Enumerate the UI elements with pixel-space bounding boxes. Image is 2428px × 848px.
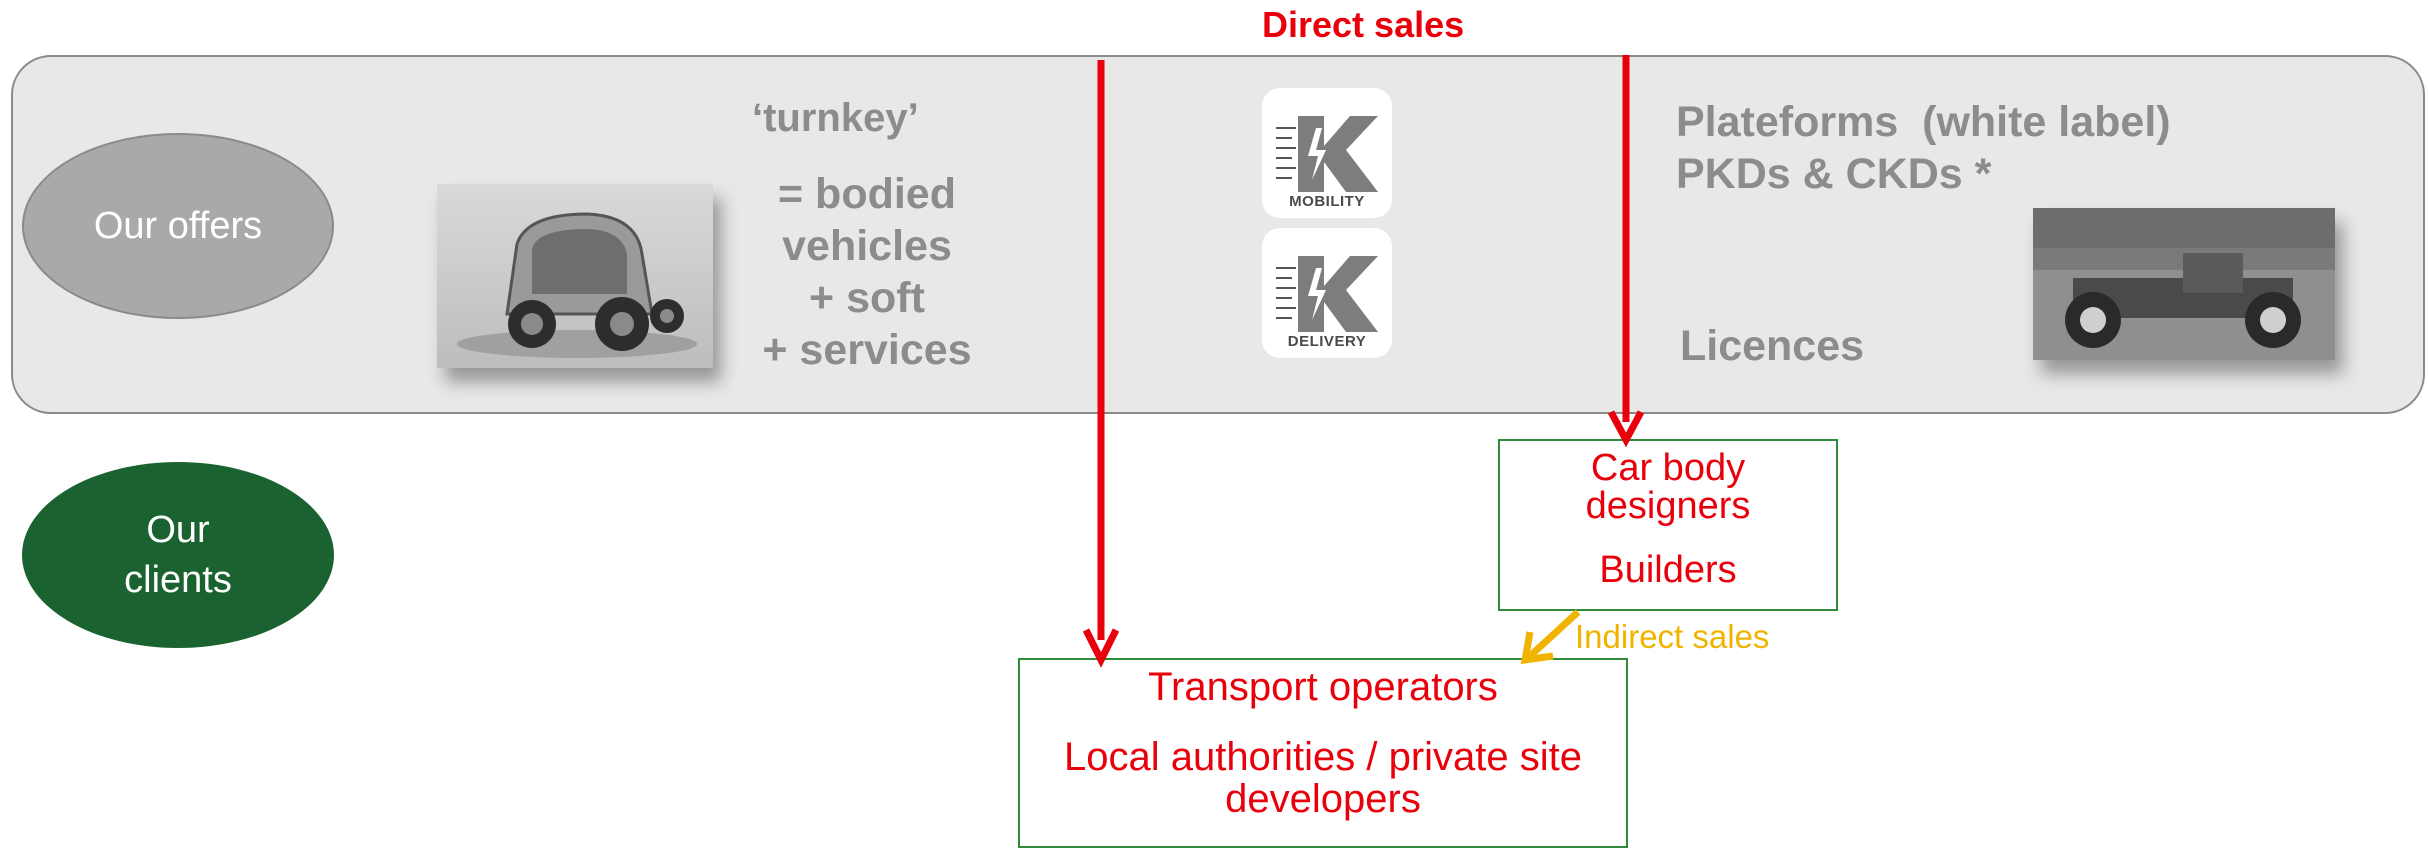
k-delivery-app-icon: DELIVERY [1262, 228, 1392, 358]
platforms-line-1: Plateforms (white label) [1676, 98, 2171, 146]
platform-chassis-image [2033, 208, 2335, 360]
our-clients-label-line-1: Our [146, 509, 210, 551]
our-offers-ellipse: Our offers [22, 133, 334, 319]
our-clients-ellipse: Our clients [22, 462, 334, 648]
turnkey-line-2: vehicles [782, 222, 952, 270]
indirect-sales-label: Indirect sales [1575, 618, 1770, 655]
indirect-sales-arrow [1520, 609, 1581, 665]
direct-sales-arrow-left [1082, 60, 1120, 668]
transport-operators-box: Transport operators Local authorities / … [1018, 658, 1628, 848]
transport-line-2: Local authorities / private site [1063, 735, 1583, 779]
car-body-line-1: Car body [1590, 447, 1746, 489]
turnkey-vehicle-drawing [437, 184, 713, 368]
delivery-app-label: DELIVERY [1287, 333, 1367, 350]
direct-sales-label: Direct sales [1262, 4, 1465, 45]
k-logo-icon [1276, 116, 1378, 192]
our-offers-label: Our offers [93, 204, 263, 247]
direct-sales-arrow-right [1607, 55, 1645, 448]
licences-label: Licences [1680, 322, 1865, 370]
transport-line-1: Transport operators [1148, 665, 1498, 709]
turnkey-line-4: + services [762, 326, 972, 374]
car-body-line-2: designers [1585, 485, 1751, 527]
offers-band [11, 55, 2425, 414]
builders-label: Builders [1599, 549, 1737, 591]
our-clients-label-line-2: clients [124, 559, 232, 601]
chassis-drawing [2033, 208, 2335, 360]
turnkey-line-1: = bodied [778, 170, 956, 218]
k-logo-icon [1276, 256, 1378, 332]
transport-line-3: developers [1225, 777, 1421, 821]
car-body-builders-box: Car body designers Builders [1498, 439, 1838, 611]
turnkey-vehicle-image [437, 184, 713, 368]
turnkey-description: = bodied vehicles + soft + services [752, 168, 982, 376]
platforms-line-2: PKDs & CKDs * [1676, 150, 1992, 198]
turnkey-title: ‘turnkey’ [752, 96, 919, 140]
mobility-app-label: MOBILITY [1289, 193, 1365, 210]
turnkey-line-3: + soft [809, 274, 925, 322]
k-mobility-app-icon: MOBILITY [1262, 88, 1392, 218]
